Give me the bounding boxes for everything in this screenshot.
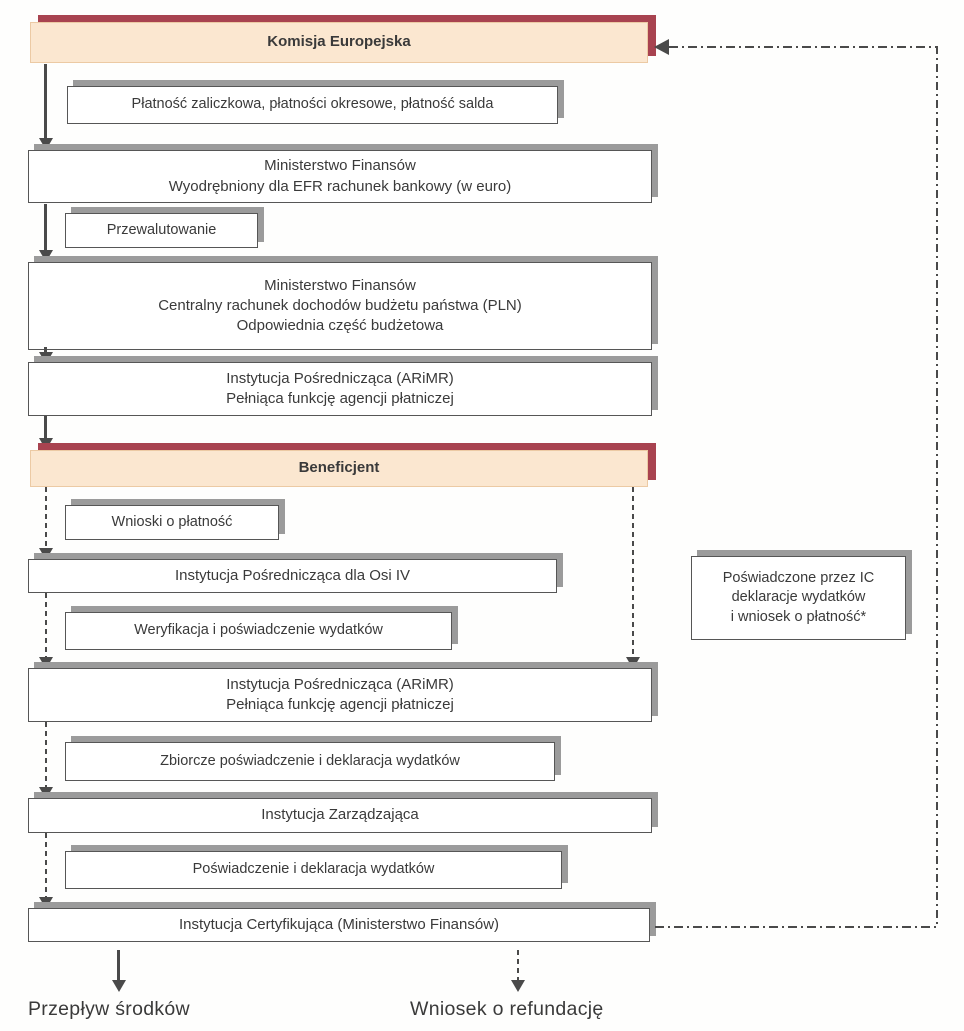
node-instytucja-posredniczaca-arimr-2: Instytucja Pośrednicząca (ARiMR) Pełniąc… <box>28 668 652 722</box>
label-przewalutowanie: Przewalutowanie <box>65 213 258 248</box>
node-ministerstwo-finansow-pln: Ministerstwo Finansów Centralny rachunek… <box>28 262 652 350</box>
node-komisja-europejska: Komisja Europejska <box>30 22 648 63</box>
legend-solid-arrow-icon <box>111 950 126 992</box>
label-platnosc-zaliczkowa: Płatność zaliczkowa, płatności okresowe,… <box>67 86 558 124</box>
node-beneficjent: Beneficjent <box>30 450 648 487</box>
arrowhead-into-komisja-icon <box>654 39 669 55</box>
label-zbiorcze-poswiadczenie: Zbiorcze poświadczenie i deklaracja wyda… <box>65 742 555 781</box>
node-instytucja-certyfikujaca: Instytucja Certyfikująca (Ministerstwo F… <box>28 908 650 942</box>
node-instytucja-posredniczaca-arimr-1: Instytucja Pośrednicząca (ARiMR) Pełniąc… <box>28 362 652 416</box>
arrow-mf-efr-to-mf-pln-icon <box>38 204 53 262</box>
arrow-mf-pln-to-ip-arimr-icon <box>38 347 53 364</box>
dashdot-line-top <box>669 46 937 48</box>
arrow-komisja-to-mf-icon <box>38 64 53 150</box>
dashed-arrow-ip-arimr-to-iz-icon <box>39 722 53 799</box>
dashed-arrow-iz-to-ic-icon <box>39 833 53 909</box>
legend-dashed-arrow-icon <box>511 950 525 992</box>
note-poswiadczone-przez-ic: Poświadczone przez IC deklaracje wydatkó… <box>691 556 906 640</box>
node-instytucja-posredniczaca-osi-iv: Instytucja Pośrednicząca dla Osi IV <box>28 559 557 593</box>
legend-funds-flow-label: Przepływ środków <box>28 998 190 1020</box>
dashdot-line-right <box>936 46 938 927</box>
node-ministerstwo-finansow-efr: Ministerstwo Finansów Wyodrębniony dla E… <box>28 150 652 203</box>
legend-refund-request-label: Wniosek o refundację <box>410 998 604 1020</box>
label-weryfikacja-poswiadczenie: Weryfikacja i poświadczenie wydatków <box>65 612 452 650</box>
dashed-arrow-ip-osi-iv-to-ip-arimr-icon <box>39 593 53 669</box>
arrow-ip-arimr-to-beneficjent-icon <box>38 416 53 450</box>
label-wnioski-o-platnosc: Wnioski o płatność <box>65 505 279 540</box>
dashed-arrow-beneficjent-to-ip-osi-iv-icon <box>39 487 53 560</box>
dashdot-line-bottom <box>655 926 938 928</box>
node-instytucja-zarzadzajaca: Instytucja Zarządzająca <box>28 798 652 833</box>
dashed-arrow-beneficjent-to-ip-arimr-right-icon <box>626 487 640 669</box>
label-poswiadczenie-deklaracja: Poświadczenie i deklaracja wydatków <box>65 851 562 889</box>
